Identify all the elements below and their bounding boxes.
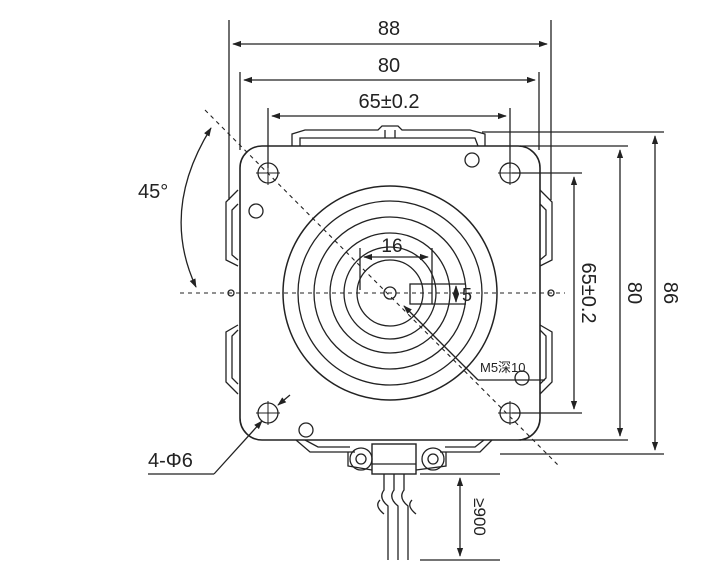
label-right-body: 80	[623, 282, 645, 304]
dimension-top-holes	[267, 108, 511, 168]
label-mounting-holes: 4-Φ6	[148, 450, 193, 472]
dimension-right-body	[520, 145, 628, 441]
shaft	[383, 283, 433, 305]
label-shaft-width: 16	[381, 236, 402, 257]
centerlines	[180, 109, 565, 466]
label-flat: 5	[462, 285, 472, 305]
motor-housing	[225, 125, 553, 453]
small-holes	[248, 152, 530, 438]
label-top-holes: 65±0.2	[358, 91, 419, 113]
dimension-flat	[432, 283, 466, 305]
label-right-holes: 65±0.2	[577, 262, 599, 323]
label-top-overall: 88	[378, 18, 400, 40]
side-pins	[227, 289, 555, 297]
thread-leader	[403, 305, 545, 381]
dimension-top-body	[239, 72, 540, 150]
label-top-body: 80	[378, 55, 400, 77]
label-lead-length: ≥900	[470, 498, 489, 536]
lead-wires	[377, 474, 417, 560]
angle-dimension	[180, 127, 212, 288]
label-angle: 45°	[138, 181, 168, 203]
connector	[347, 443, 447, 475]
dimension-top-overall	[228, 20, 552, 200]
dimension-right-overall	[482, 131, 664, 455]
label-thread: M5深10	[480, 360, 526, 375]
dimension-lead-length	[420, 473, 500, 561]
dimension-right-holes	[512, 172, 582, 414]
hole-leader	[148, 394, 291, 475]
dimension-shaft-width	[359, 248, 433, 290]
label-right-overall: 86	[659, 282, 681, 304]
